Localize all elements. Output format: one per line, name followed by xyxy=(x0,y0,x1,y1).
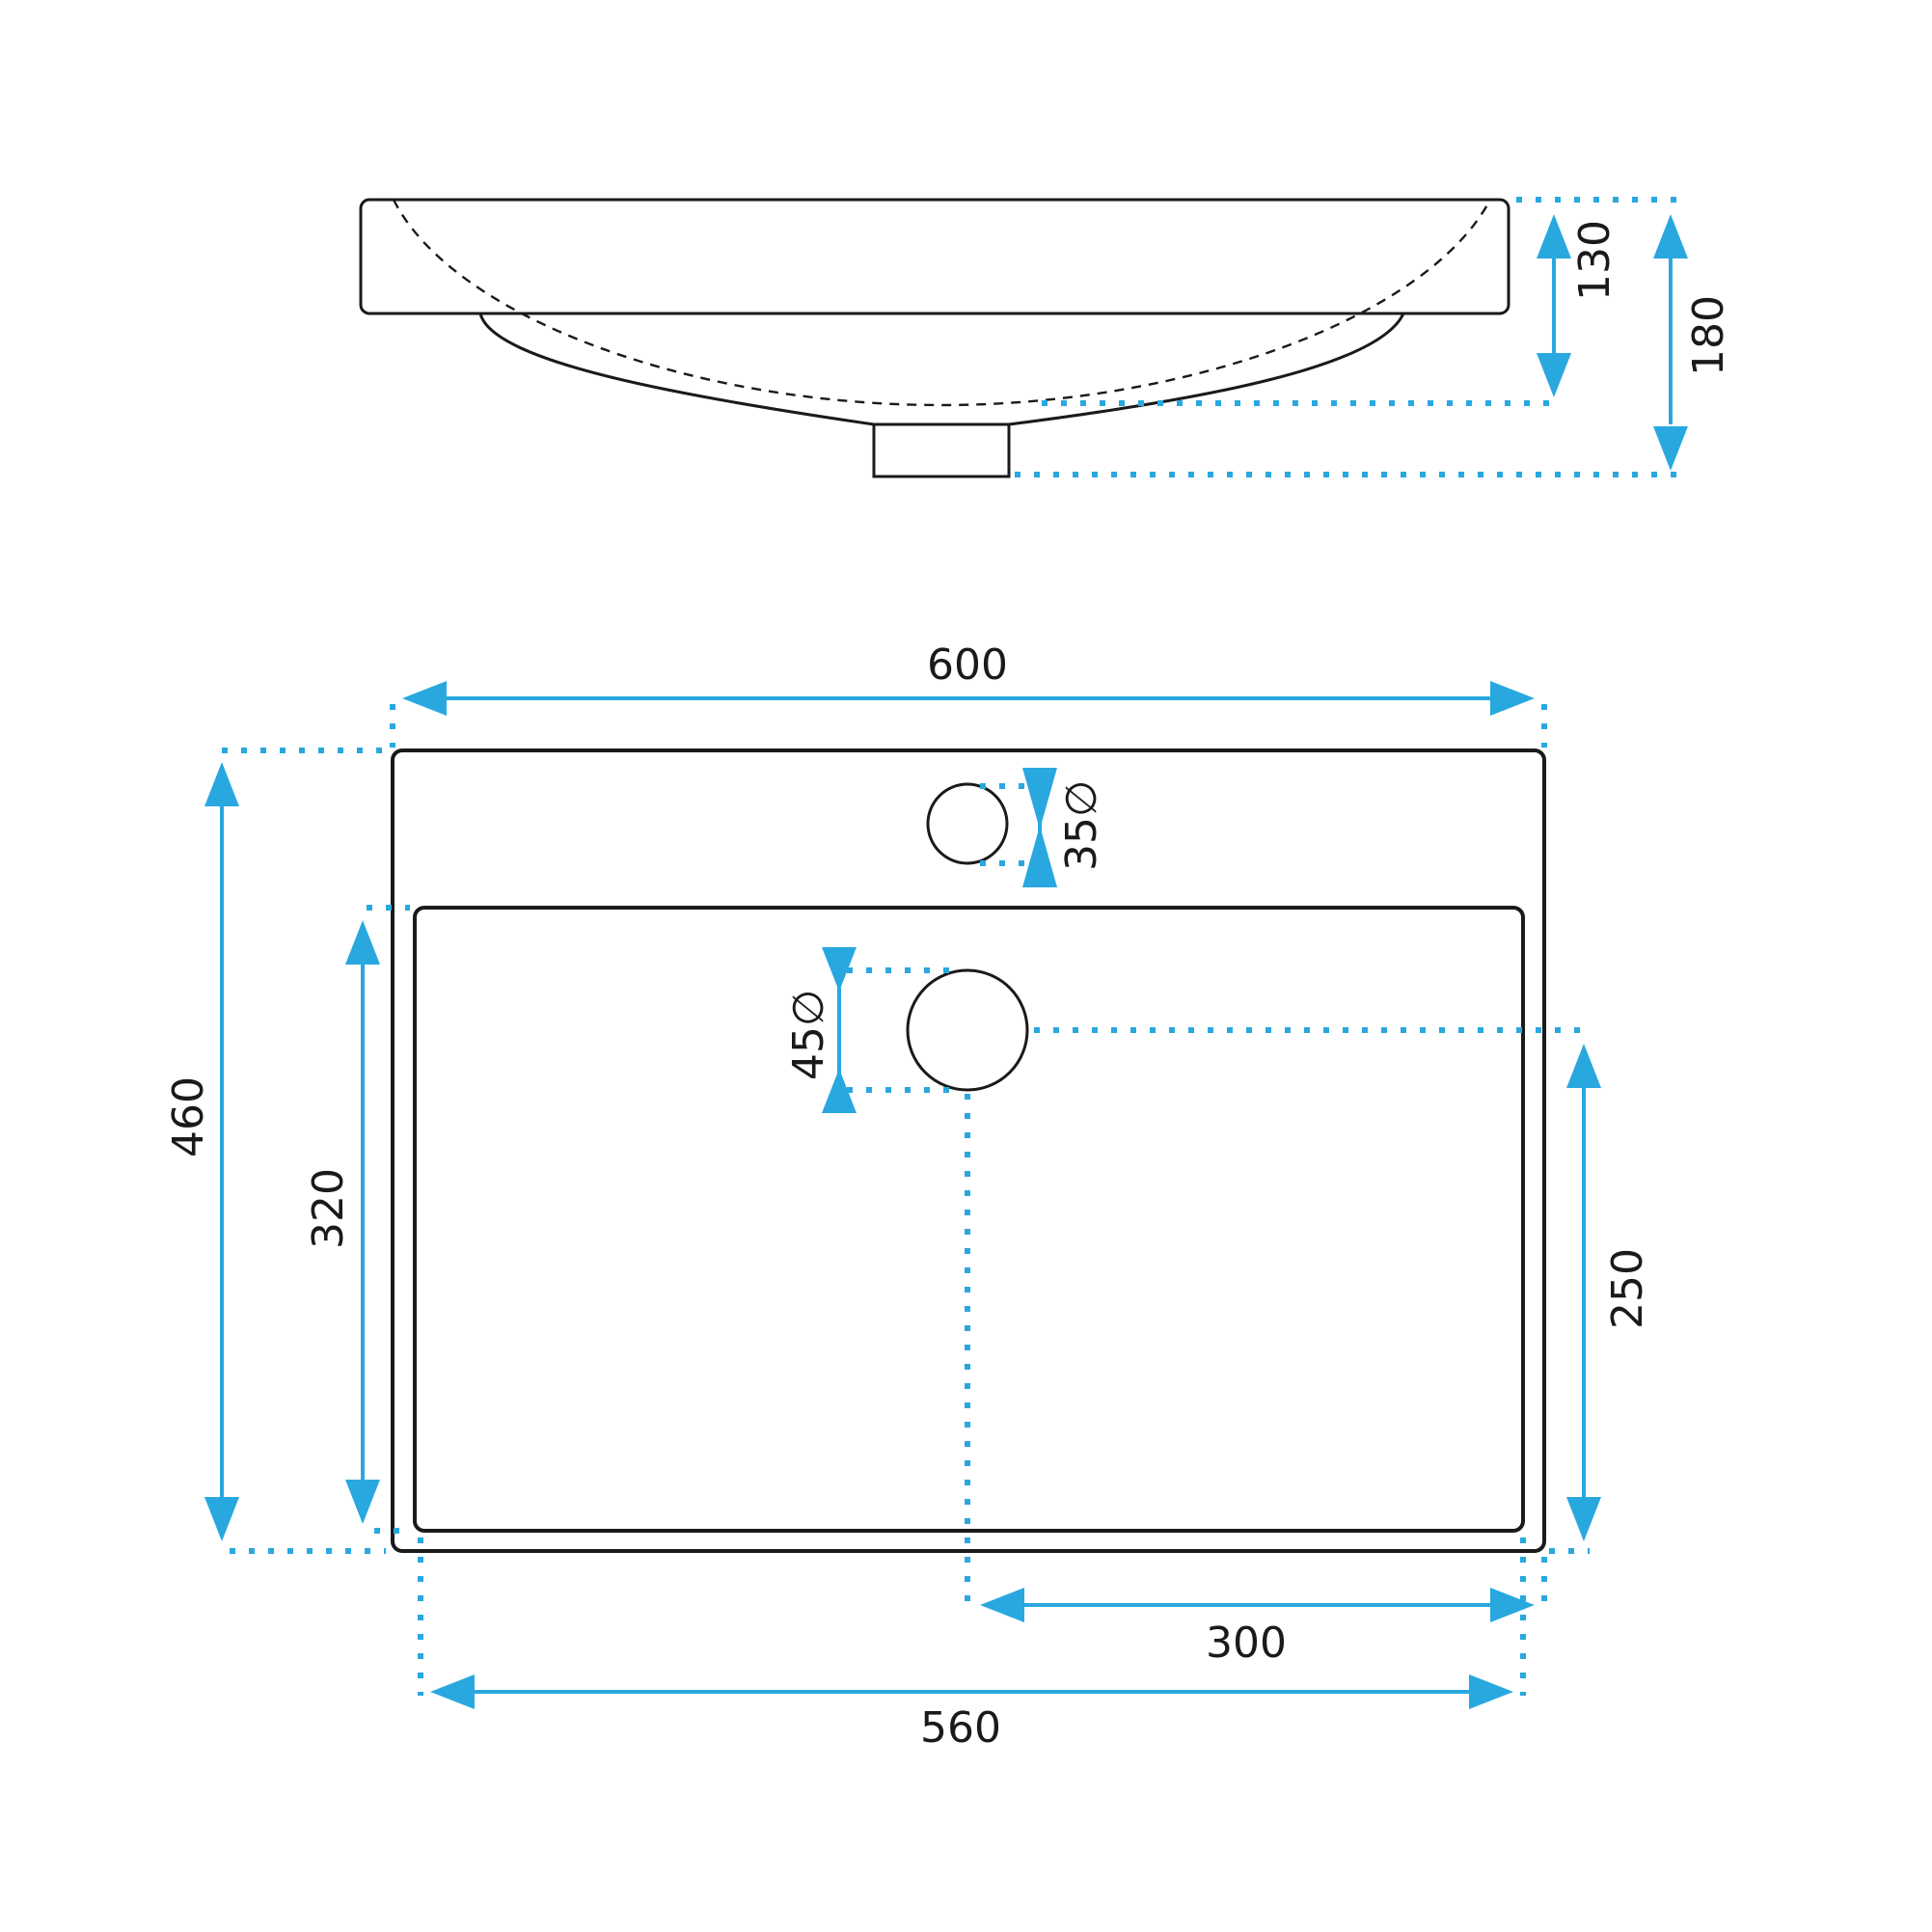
basin-bowl-outline xyxy=(413,906,1525,1533)
arrow-left-icon xyxy=(980,1588,1024,1622)
dimension-label-130: 130 xyxy=(1570,220,1619,301)
basin-rim-profile xyxy=(359,198,1510,315)
arrow-down-icon xyxy=(822,947,857,992)
drain-hole xyxy=(906,968,1029,1092)
arrow-up-icon xyxy=(204,762,239,806)
arrow-down-icon xyxy=(345,1480,380,1524)
arrow-up-icon xyxy=(345,920,380,965)
side-view: 130 180 xyxy=(359,197,1733,478)
arrow-up-icon xyxy=(1653,214,1688,259)
dimension-label-250: 250 xyxy=(1603,1248,1652,1329)
arrow-left-icon xyxy=(430,1674,475,1709)
inner-bowl-hidden-line xyxy=(392,199,1492,407)
arrow-down-icon xyxy=(204,1497,239,1541)
drain-outlet xyxy=(872,422,1011,478)
dimension-label-460: 460 xyxy=(164,1076,213,1157)
basin-bowl-profile xyxy=(478,313,1405,426)
dimension-label-180: 180 xyxy=(1684,295,1733,376)
dimension-label-300: 300 xyxy=(1206,1619,1287,1668)
arrow-right-icon xyxy=(1490,681,1535,716)
arrow-down-icon xyxy=(1022,768,1057,830)
tap-hole-diameter-label: 35∅ xyxy=(1057,780,1106,871)
dimension-label-320: 320 xyxy=(304,1168,353,1249)
arrow-down-icon xyxy=(1653,426,1688,471)
arrow-down-icon xyxy=(1566,1497,1601,1541)
arrow-up-icon xyxy=(1022,826,1057,887)
dimension-label-600: 600 xyxy=(927,640,1008,690)
arrow-up-icon xyxy=(1566,1044,1601,1088)
dimension-label-560: 560 xyxy=(920,1703,1001,1753)
arrow-down-icon xyxy=(1537,353,1571,397)
drain-hole-diameter-label: 45∅ xyxy=(784,990,833,1080)
arrow-up-icon xyxy=(1537,214,1571,259)
arrow-up-icon xyxy=(822,1069,857,1113)
arrow-left-icon xyxy=(402,681,447,716)
top-view: 600 460 320 250 300 560 xyxy=(164,640,1652,1753)
arrow-right-icon xyxy=(1490,1588,1535,1622)
arrow-right-icon xyxy=(1469,1674,1513,1709)
tap-hole xyxy=(926,782,1009,865)
basin-outer-outline xyxy=(391,748,1546,1553)
